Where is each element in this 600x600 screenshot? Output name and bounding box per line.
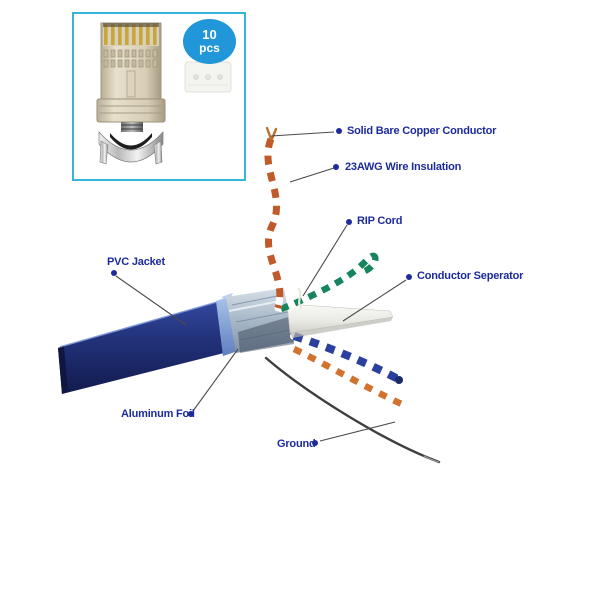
connector-inset: 10 pcs — [72, 12, 246, 181]
label-23awg-wire-insulation: 23AWG Wire Insulation — [345, 161, 462, 173]
leader-rip-cord — [302, 224, 348, 297]
bullet-conductor-separator — [406, 274, 412, 280]
white-connector-insert-image — [184, 61, 232, 93]
bullet-23awg-insulation — [333, 164, 339, 170]
leader-pvc-jacket — [115, 275, 187, 326]
bullet-solid-bare-copper — [336, 128, 342, 134]
rip-cord-graphic — [297, 287, 303, 310]
label-aluminum-foil: Aluminum Foil — [121, 408, 195, 420]
label-bullets — [111, 128, 412, 446]
aluminum-foil-graphic — [226, 288, 294, 353]
label-solid-bare-copper-conductor: Solid Bare Copper Conductor — [347, 125, 497, 137]
bullet-pvc-jacket — [111, 270, 117, 276]
quantity-badge-number: 10 — [202, 27, 217, 42]
label-pvc-jacket: PVC Jacket — [107, 256, 165, 268]
orange-white-pair-lower-graphic — [290, 345, 410, 410]
connector-pins — [103, 23, 159, 46]
conductor-separator-graphic — [286, 303, 394, 338]
rj45-connector-image — [96, 22, 232, 165]
leader-lines — [115, 131, 407, 442]
leader-23awg-insulation — [289, 167, 335, 183]
connector-body — [100, 22, 162, 100]
pvc-jacket-graphic — [58, 300, 228, 394]
orange-white-pair-vertical-graphic — [264, 126, 284, 312]
leader-ground — [319, 421, 396, 442]
connector-center-groove — [126, 70, 136, 98]
quantity-badge-unit: pcs — [199, 41, 220, 55]
green-white-pair-graphic — [277, 252, 379, 313]
blue-white-pair-graphic — [290, 332, 403, 384]
bare-copper-tip-graphic — [265, 126, 278, 141]
label-ground: Ground — [277, 438, 316, 450]
label-conductor-separator: Conductor Seperator — [417, 270, 524, 282]
leader-aluminum-foil — [192, 348, 239, 412]
leader-solid-bare-copper — [270, 131, 335, 137]
ground-wire-graphic — [264, 356, 441, 464]
leader-conductor-separator — [342, 279, 407, 322]
connector-flange — [96, 98, 166, 123]
connector-neck — [121, 122, 143, 132]
connector-saddle — [98, 131, 164, 165]
bullet-rip-cord — [346, 219, 352, 225]
bullet-aluminum-foil — [188, 411, 194, 417]
quantity-badge: 10 pcs — [183, 19, 236, 64]
label-rip-cord: RIP Cord — [357, 215, 403, 227]
connector-slot-windows — [103, 49, 158, 68]
bullet-ground — [312, 440, 318, 446]
